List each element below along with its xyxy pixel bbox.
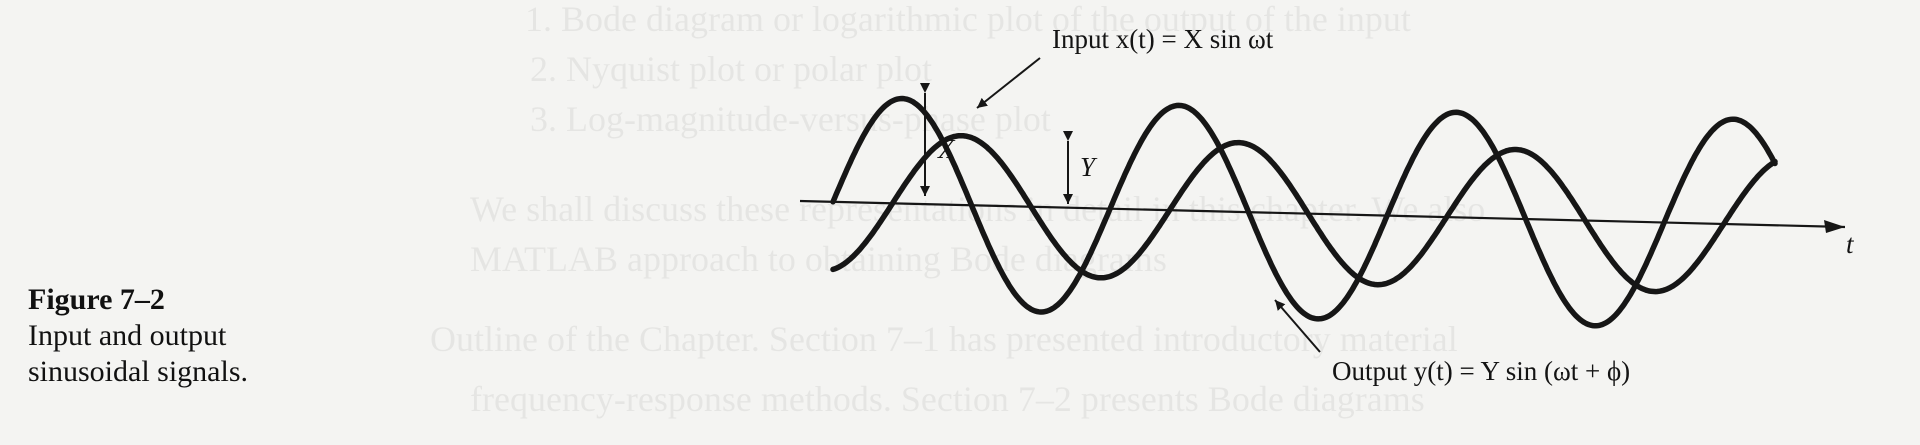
output-equation-label: Output y(t) = Y sin (ωt + ϕ) <box>1332 356 1630 386</box>
bleed-through-line: Outline of the Chapter. Section 7–1 has … <box>430 319 1458 359</box>
bleed-through-line: MATLAB approach to obtaining Bode diagra… <box>470 239 1167 279</box>
time-axis-label: t <box>1846 229 1855 259</box>
input-amplitude-label: X <box>937 134 956 164</box>
time-axis <box>799 199 1846 229</box>
output-leader-arrow <box>1274 299 1321 353</box>
output-amplitude-label: Y <box>1080 152 1098 182</box>
bleed-through-line: 3. Log-magnitude-versus-phase plot <box>530 99 1051 139</box>
input-equation-label: Input x(t) = X sin ωt <box>1052 24 1274 54</box>
figure-caption: Figure 7–2 Input and output sinusoidal s… <box>28 282 368 390</box>
bleed-through-line: frequency-response methods. Section 7–2 … <box>470 379 1425 419</box>
figure-caption-text: Input and output sinusoidal signals. <box>28 319 249 388</box>
input-leader-arrow <box>976 57 1041 109</box>
input-signal-curve <box>830 95 1778 329</box>
figure-number: Figure 7–2 <box>28 283 165 316</box>
bleed-through-line: 2. Nyquist plot or polar plot <box>530 49 932 89</box>
output-signal-curve <box>830 132 1778 295</box>
time-axis-arrow-icon <box>1824 220 1845 233</box>
bleed-through-line: 1. Bode diagram or logarithmic plot of t… <box>525 0 1411 39</box>
